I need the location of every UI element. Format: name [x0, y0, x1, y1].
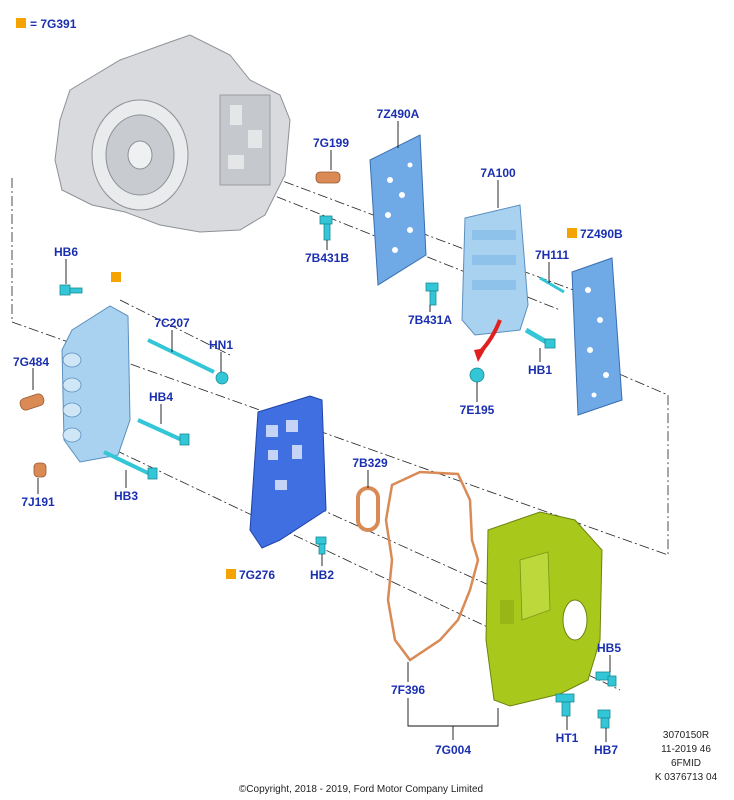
label-hb3: HB3	[114, 489, 138, 503]
part-7g199	[315, 171, 341, 184]
part-7z490a	[369, 134, 427, 286]
legend-text: = 7G391	[30, 17, 77, 31]
part-7c207	[147, 338, 215, 374]
label-hb7: HB7	[594, 743, 618, 757]
part-solenoid-body	[61, 305, 131, 463]
label-hb5: HB5	[597, 641, 621, 655]
part-7b431b	[319, 215, 333, 241]
label-hn1: HN1	[209, 338, 233, 352]
label-7c207: 7C207	[154, 316, 190, 330]
part-hb3	[103, 450, 158, 480]
part-7b329	[356, 486, 380, 532]
label-7z490a: 7Z490A	[377, 107, 420, 121]
label-7b431a: 7B431A	[408, 313, 452, 327]
removal-arrow-head	[474, 348, 486, 362]
part-7j191	[33, 462, 47, 478]
part-hb5	[595, 671, 617, 687]
meta-line-1: 3070150R	[663, 730, 709, 741]
label-7a100: 7A100	[480, 166, 516, 180]
part-7a100	[461, 204, 529, 336]
label-hb4: HB4	[149, 390, 173, 404]
label-7j191: 7J191	[21, 495, 55, 509]
part-7g276	[249, 395, 327, 549]
label-ht1: HT1	[556, 731, 579, 745]
label-hb2: HB2	[310, 568, 334, 582]
part-hb1	[524, 327, 556, 349]
meta-line-3: 6FMID	[671, 758, 701, 769]
part-hb4	[137, 418, 190, 446]
label-7g004: 7G004	[435, 743, 471, 757]
label-7f396: 7F396	[391, 683, 425, 697]
part-7h111	[539, 276, 565, 294]
7g276-marker	[226, 569, 236, 579]
meta-line-4: K 0376713 04	[655, 772, 718, 783]
label-7z490b: 7Z490B	[580, 227, 623, 241]
label-7g276: 7G276	[239, 568, 275, 582]
part-7f396	[384, 470, 480, 662]
diagram-metadata: 3070150R 11-2019 46 6FMID K 0376713 04	[655, 730, 718, 783]
part-7z490b	[571, 257, 623, 416]
part-hb2	[315, 536, 327, 555]
leader-lines	[32, 121, 611, 742]
label-7b431b: 7B431B	[305, 251, 349, 265]
part-7e195	[469, 367, 485, 383]
solenoid-body-marker	[111, 272, 121, 282]
part-labels: 7G199 7Z490A 7A100 7Z490B 7B431B 7H111 H…	[13, 107, 623, 757]
label-hb6: HB6	[54, 245, 78, 259]
meta-line-2: 11-2019 46	[661, 744, 711, 755]
part-hn1	[215, 371, 229, 385]
label-7b329: 7B329	[352, 456, 388, 470]
part-hb7	[597, 709, 611, 729]
7z490b-marker	[567, 228, 577, 238]
part-7g484	[19, 393, 45, 411]
label-7g484: 7G484	[13, 355, 49, 369]
part-hb6	[59, 284, 83, 296]
label-7e195: 7E195	[460, 403, 495, 417]
legend-marker	[16, 18, 26, 28]
transmission-housing	[54, 34, 291, 233]
part-7g004	[485, 511, 603, 707]
label-7h111: 7H111	[535, 248, 569, 262]
part-ht1	[555, 693, 575, 717]
part-7b431a	[425, 282, 439, 306]
label-7g199: 7G199	[313, 136, 349, 150]
copyright-notice: ©Copyright, 2018 - 2019, Ford Motor Comp…	[239, 784, 483, 795]
label-hb1: HB1	[528, 363, 552, 377]
